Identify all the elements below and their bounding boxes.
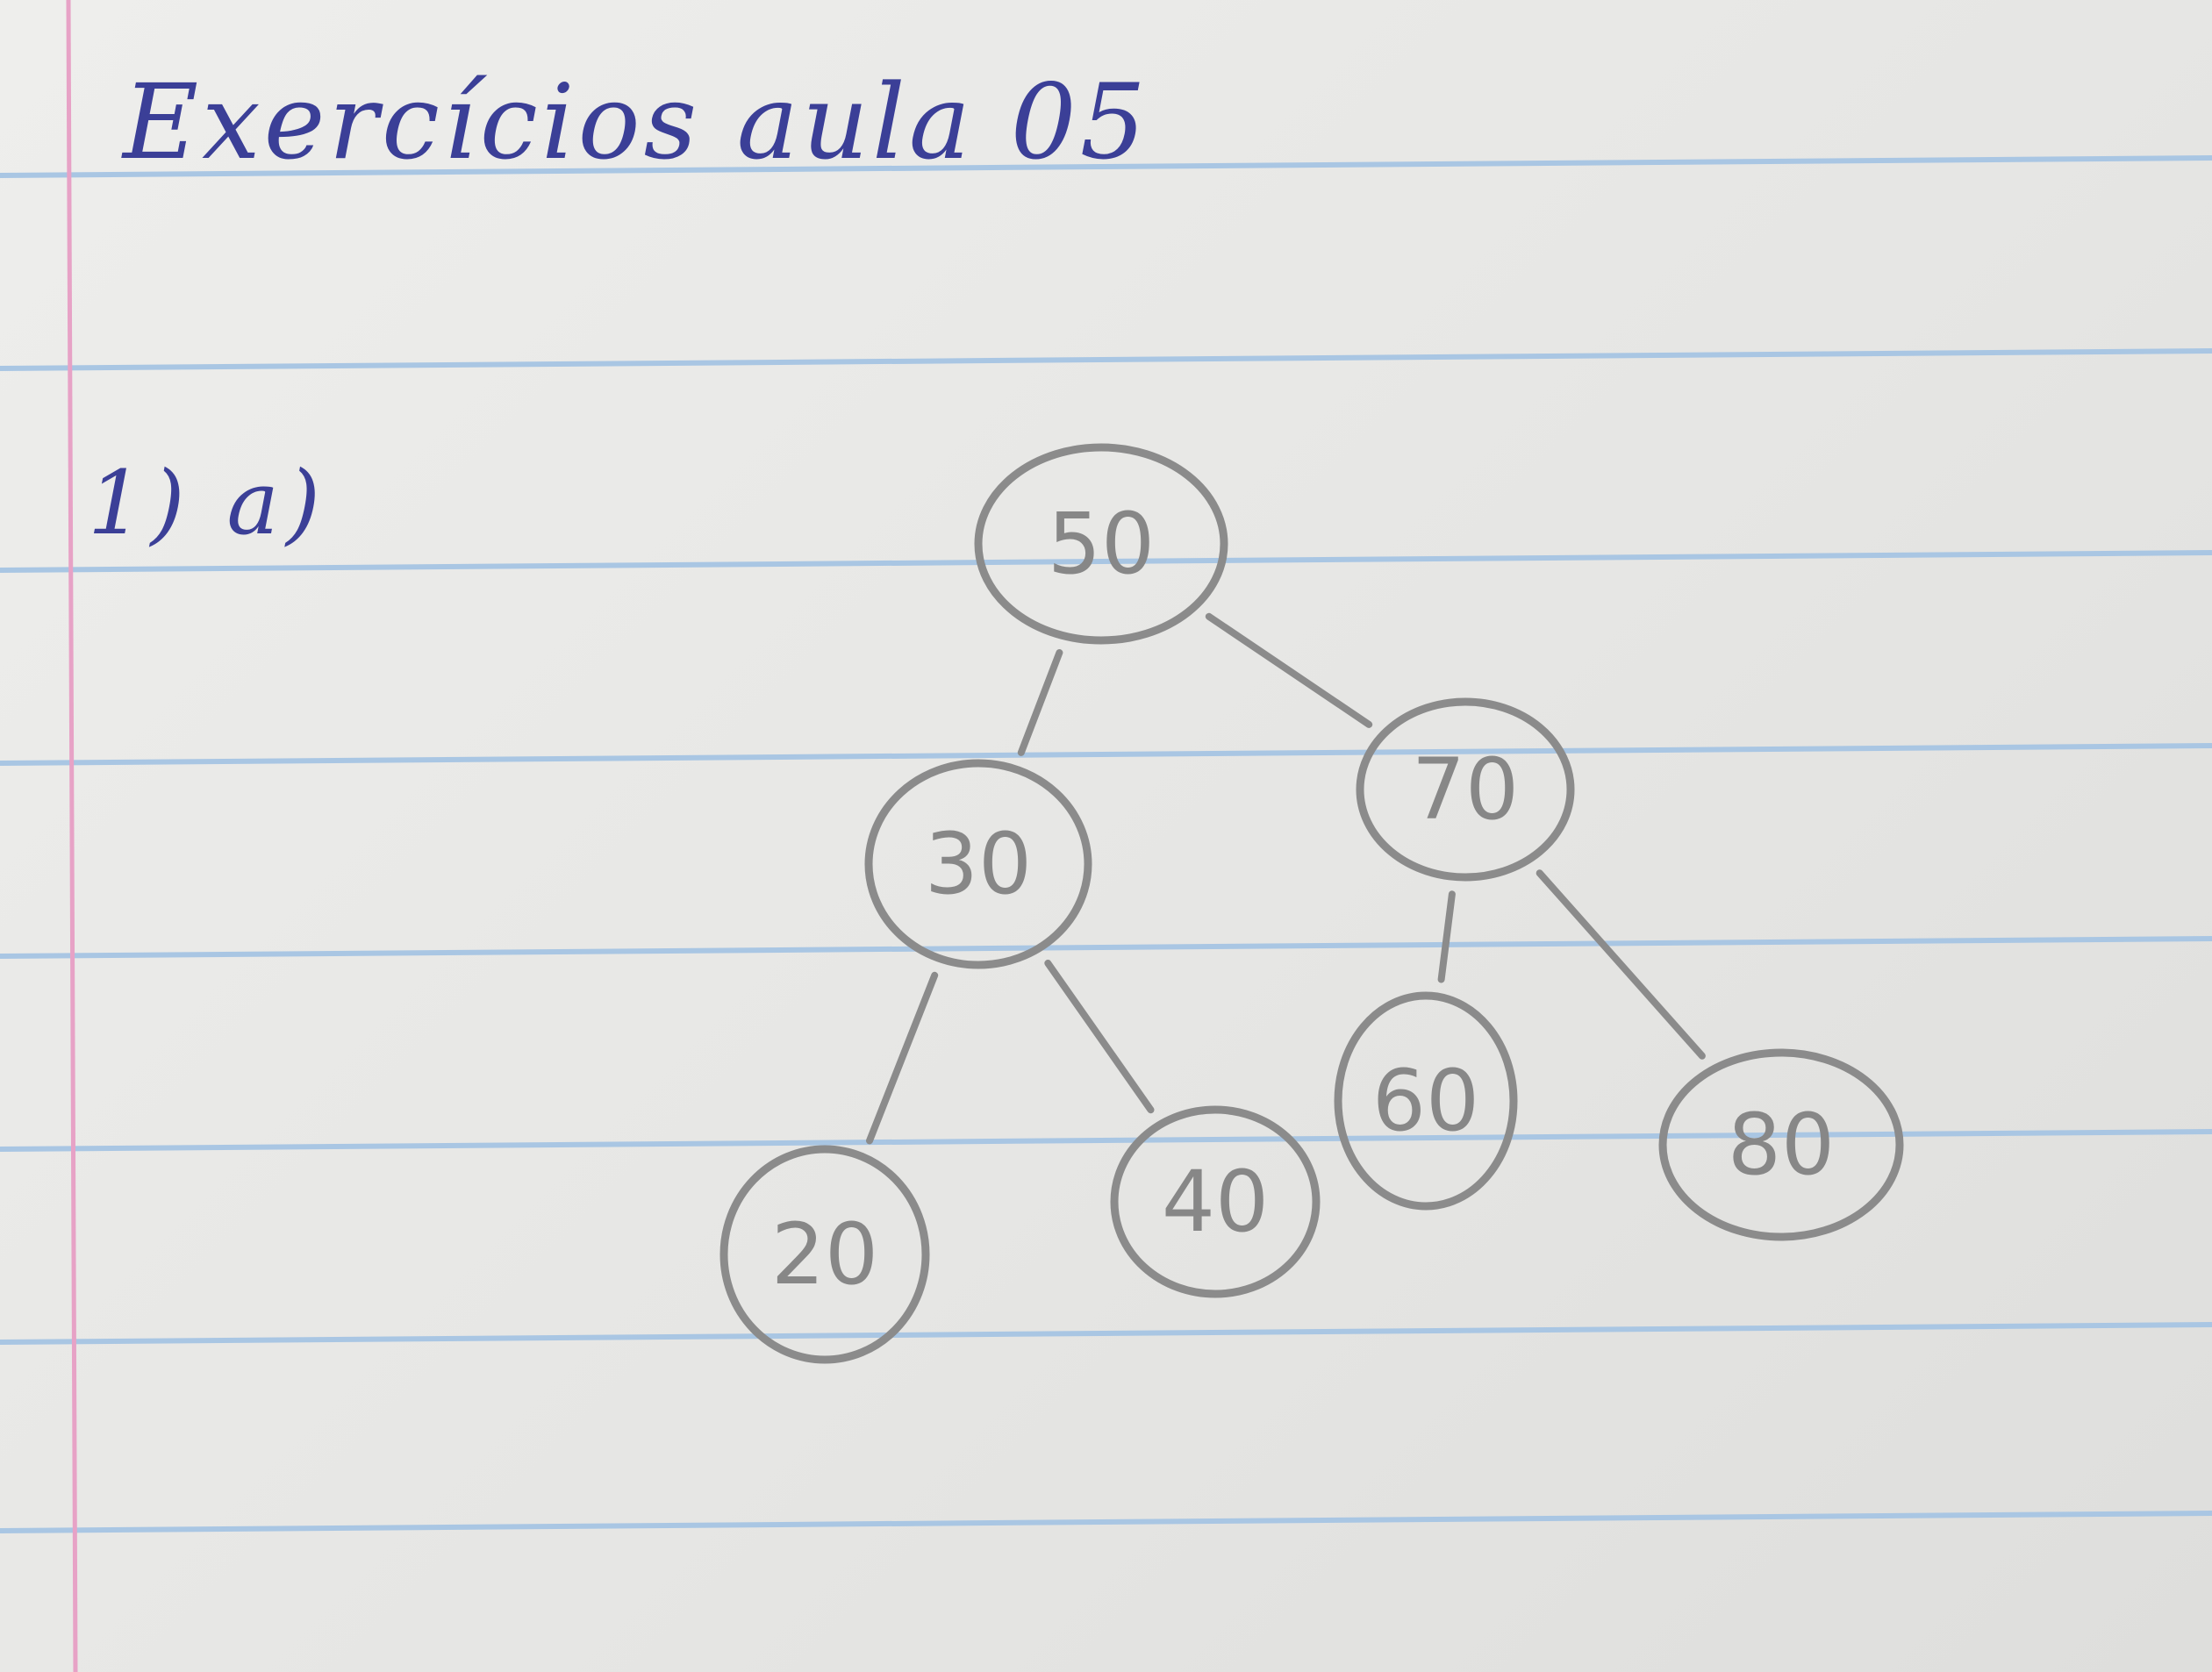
tree-edge-n70-n80: [1536, 869, 1706, 1060]
tree-node-label: 20: [771, 1205, 878, 1304]
tree-node-label: 80: [1728, 1096, 1835, 1194]
ruled-line: [0, 1322, 2212, 1345]
tree-node-label: 60: [1372, 1052, 1479, 1150]
tree-nodes: 50 30 70 20 40 60 80: [719, 443, 1904, 1364]
ruled-line: [0, 1511, 2212, 1533]
tree-node-circle: [1334, 991, 1518, 1211]
tree-edge-n50-n70: [1205, 612, 1373, 728]
tree-node-label: 40: [1162, 1153, 1269, 1251]
tree-edge-n50-n30: [1017, 649, 1063, 756]
tree-node-80: 80: [1658, 1048, 1904, 1241]
exercise-label: 1) a): [88, 452, 328, 554]
tree-node-circle: [719, 1145, 930, 1364]
tree-node-label: 30: [925, 815, 1032, 913]
tree-edges: [866, 612, 1706, 1145]
tree-edge-n30-n40: [1044, 960, 1155, 1114]
tree-node-circle: [1658, 1048, 1904, 1241]
tree-node-circle: [1356, 697, 1575, 882]
tree-node-50: 50: [974, 443, 1228, 645]
margin-line: [66, 0, 78, 1672]
ruled-line: [0, 743, 2212, 766]
tree-node-60: 60: [1334, 991, 1518, 1211]
tree-node-circle: [1110, 1105, 1321, 1298]
tree-node-label: 70: [1412, 740, 1519, 839]
page-title: Exercícios aula 05: [123, 61, 1149, 182]
tree-node-70: 70: [1356, 697, 1575, 882]
ruled-line: [0, 348, 2212, 371]
ruled-line: [0, 936, 2212, 959]
ruled-line: [0, 550, 2212, 573]
ruled-line: [0, 155, 2212, 178]
tree-node-circle: [864, 759, 1092, 969]
tree-node-30: 30: [864, 759, 1092, 969]
tree-node-circle: [974, 443, 1228, 645]
tree-node-label: 50: [1048, 495, 1155, 593]
tree-edge-n30-n20: [866, 971, 939, 1145]
ruled-line: [0, 1129, 2212, 1152]
tree-node-40: 40: [1110, 1105, 1321, 1298]
tree-edge-n70-n60: [1437, 890, 1456, 983]
tree-node-20: 20: [719, 1145, 930, 1364]
